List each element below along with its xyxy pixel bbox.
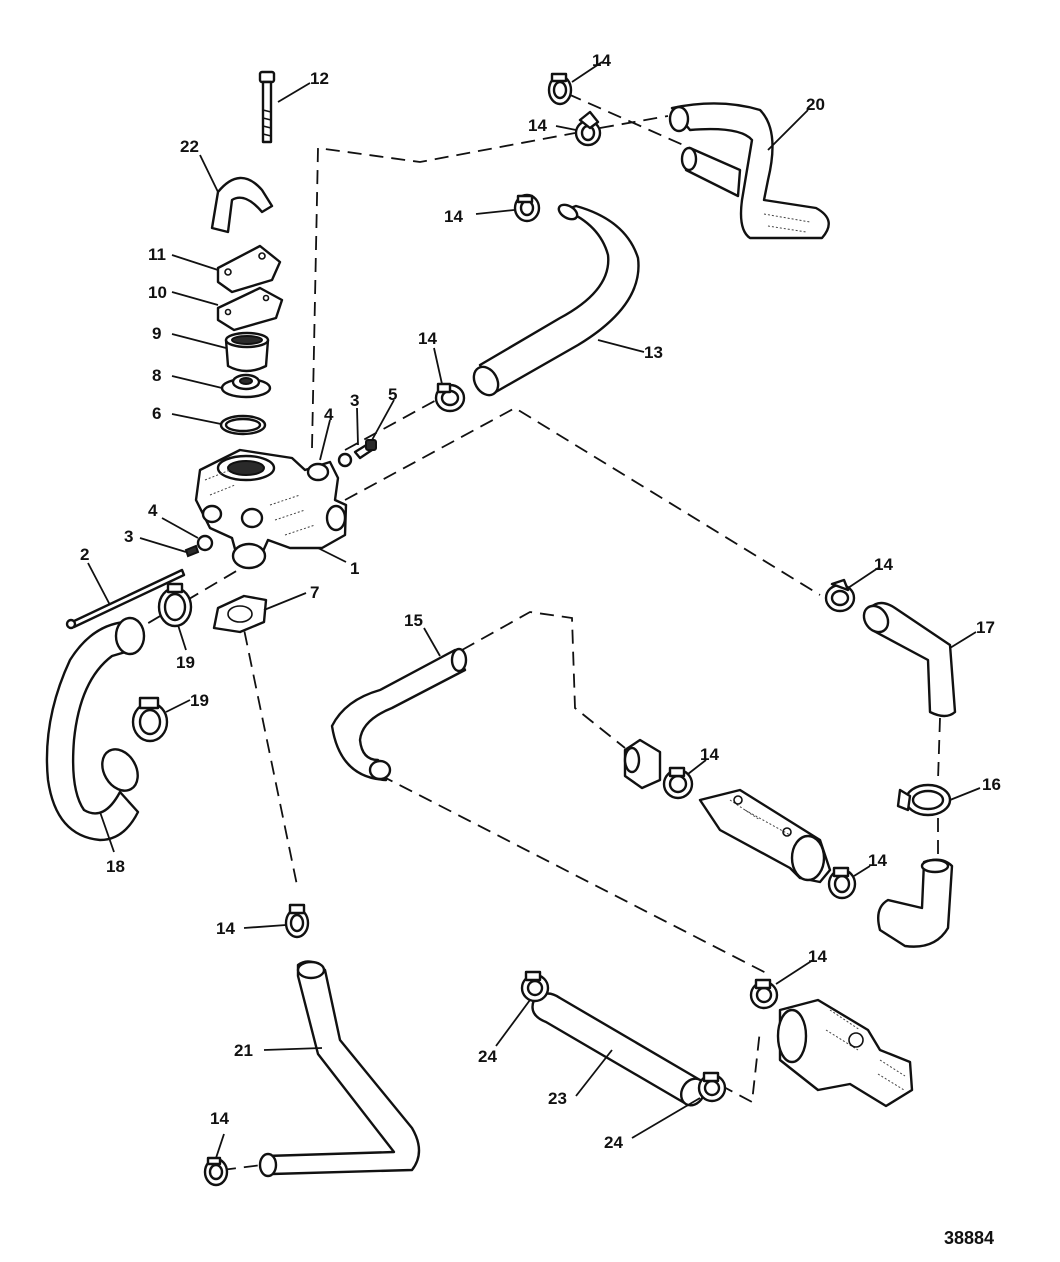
thermostat-housing-1 xyxy=(194,448,348,570)
callout-20: 20 xyxy=(806,95,825,114)
callout-14-hose-13-bottom: 14 xyxy=(418,329,437,348)
callout-24-upper: 24 xyxy=(478,1047,497,1066)
callout-14-coupler: 14 xyxy=(700,745,719,764)
callout-7: 7 xyxy=(310,583,319,602)
hose-13 xyxy=(472,203,640,397)
callout-3-lower: 3 xyxy=(124,527,133,546)
thermostat-8 xyxy=(220,373,272,399)
clamp-14-top xyxy=(547,72,573,106)
clamp-14-near-cooler xyxy=(827,866,857,900)
callout-14-pump: 14 xyxy=(808,947,827,966)
hose-18 xyxy=(45,616,146,842)
callout-16: 16 xyxy=(982,775,1001,794)
assembly-lines xyxy=(144,93,941,1171)
callout-4-lower: 4 xyxy=(148,501,158,520)
callout-24-lower: 24 xyxy=(604,1133,623,1152)
clamp-24-upper xyxy=(520,970,550,1003)
callout-21: 21 xyxy=(234,1041,253,1060)
callout-5: 5 xyxy=(388,385,397,404)
callout-12: 12 xyxy=(310,69,329,88)
assembly-line-clamp-to-hose-20 xyxy=(599,115,669,129)
assembly-line-housing-to-hose-17 xyxy=(344,406,821,596)
assembly-line-hose-17-to-clamp-16 xyxy=(937,717,941,781)
thermostat-sleeve-9 xyxy=(224,331,270,373)
callout-10: 10 xyxy=(148,283,167,302)
clamp-14-near-coupler xyxy=(662,766,694,800)
hose-21 xyxy=(258,960,421,1178)
callout-9: 9 xyxy=(152,324,161,343)
gasket-7 xyxy=(212,594,268,634)
clamp-16 xyxy=(896,783,952,817)
heat-exchanger-cooler xyxy=(698,788,832,884)
callout-18: 18 xyxy=(106,857,125,876)
clamp-14-near-hose-20 xyxy=(574,110,602,147)
assembly-line-gasket-to-hose-21 xyxy=(239,609,299,891)
clamp-19-lower xyxy=(131,696,169,743)
clamp-14-near-hose-17 xyxy=(824,578,856,613)
gasket-10 xyxy=(216,286,284,332)
callout-labels: 12 22 11 10 9 8 6 4 3 5 4 3 1 2 7 19 19 … xyxy=(80,51,1001,1248)
clamp-14-bottom-left xyxy=(203,1156,229,1187)
washer-4-lower xyxy=(196,534,214,552)
callout-8: 8 xyxy=(152,366,161,385)
assembly-line-hose-15-to-pump xyxy=(379,774,771,976)
callout-14-top: 14 xyxy=(592,51,611,70)
hose-15 xyxy=(330,647,468,782)
plug-5 xyxy=(365,439,377,451)
callout-19-upper: 19 xyxy=(176,653,195,672)
callout-14-hose-20: 14 xyxy=(528,116,547,135)
clamp-bracket-22 xyxy=(210,176,274,234)
callout-3-upper: 3 xyxy=(350,391,359,410)
callout-14-hose-21: 14 xyxy=(216,919,235,938)
washer-4-upper xyxy=(337,452,353,468)
clamp-14-near-pump xyxy=(749,978,779,1010)
callout-1: 1 xyxy=(350,559,359,578)
callout-23: 23 xyxy=(548,1089,567,1108)
elbow-hose-lower-right xyxy=(877,858,954,948)
long-bolt-2 xyxy=(65,568,186,630)
screw-3-lower xyxy=(184,544,200,558)
callout-22: 22 xyxy=(180,137,199,156)
callout-19-lower: 19 xyxy=(190,691,209,710)
assembly-line-housing-to-hose-13 xyxy=(344,397,441,451)
callout-11: 11 xyxy=(148,245,166,264)
callout-15: 15 xyxy=(404,611,423,630)
clamp-24-lower xyxy=(697,1071,727,1103)
leader-lines xyxy=(87,61,981,1159)
callout-14-hose-17: 14 xyxy=(874,555,893,574)
clamp-14-near-hose-21 xyxy=(284,903,310,939)
assembly-line-clamp-to-hose-21-end xyxy=(221,1164,263,1171)
callout-6: 6 xyxy=(152,404,161,423)
clamp-19-upper xyxy=(157,582,193,628)
cover-plate-11 xyxy=(216,244,282,294)
callout-4-upper: 4 xyxy=(324,405,334,424)
bolt-12 xyxy=(258,70,276,144)
hose-17 xyxy=(862,601,957,718)
callout-14-cooler: 14 xyxy=(868,851,887,870)
callout-13: 13 xyxy=(644,343,663,362)
coupler-sleeve xyxy=(623,738,662,790)
callout-2: 2 xyxy=(80,545,89,564)
clamp-14-near-hose-13-bottom xyxy=(434,382,466,413)
figure-number: 38884 xyxy=(944,1228,994,1248)
clamp-14-near-hose-13-top xyxy=(513,193,541,223)
callout-14-bottom-left: 14 xyxy=(210,1109,229,1128)
callout-14-hose-13-top: 14 xyxy=(444,207,463,226)
water-pump xyxy=(776,998,914,1108)
assembly-line-clamp-14-top xyxy=(567,93,691,149)
assembly-line-hose-15-to-cooler xyxy=(461,611,626,749)
tube-20 xyxy=(668,102,830,240)
callout-17: 17 xyxy=(976,618,995,637)
o-ring-6 xyxy=(219,414,267,436)
assembly-line-clamp-24-to-pump xyxy=(719,1029,761,1104)
